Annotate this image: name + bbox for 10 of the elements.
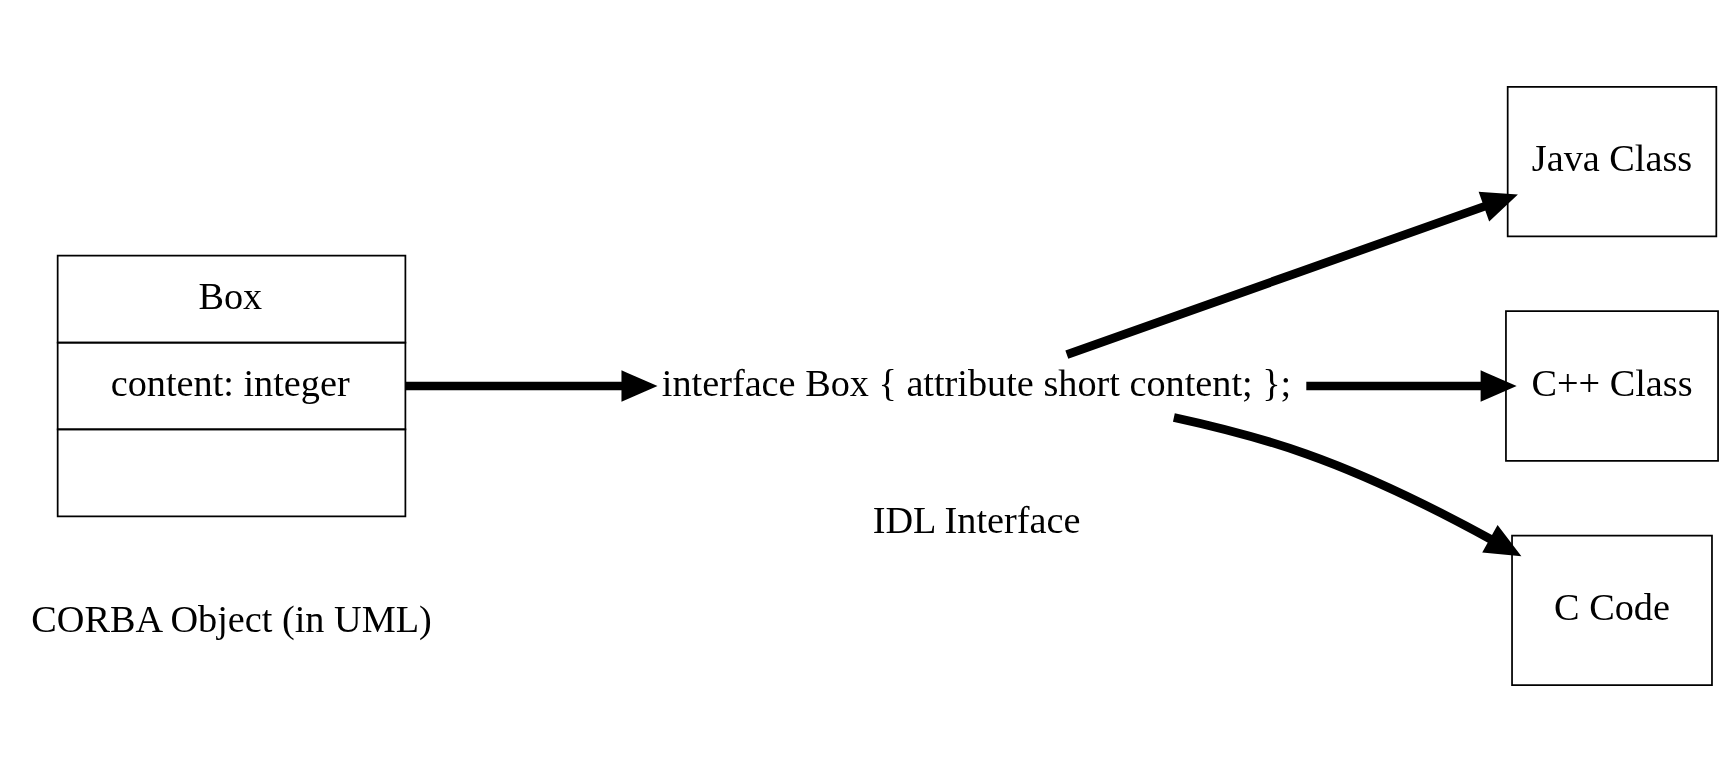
node-label: IDL Interface <box>872 498 1081 541</box>
arrow <box>405 369 658 402</box>
arrow <box>1306 369 1517 402</box>
node-box: Java Class <box>1506 85 1718 237</box>
arrow <box>1172 412 1522 556</box>
node-box: C Code <box>1511 534 1713 686</box>
node-box: C++ Class <box>1505 309 1719 462</box>
node-label: CORBA Object (in UML) <box>31 597 432 640</box>
node-text: interface Box { attribute short content; }; <box>661 361 1292 404</box>
arrow <box>1065 191 1518 359</box>
